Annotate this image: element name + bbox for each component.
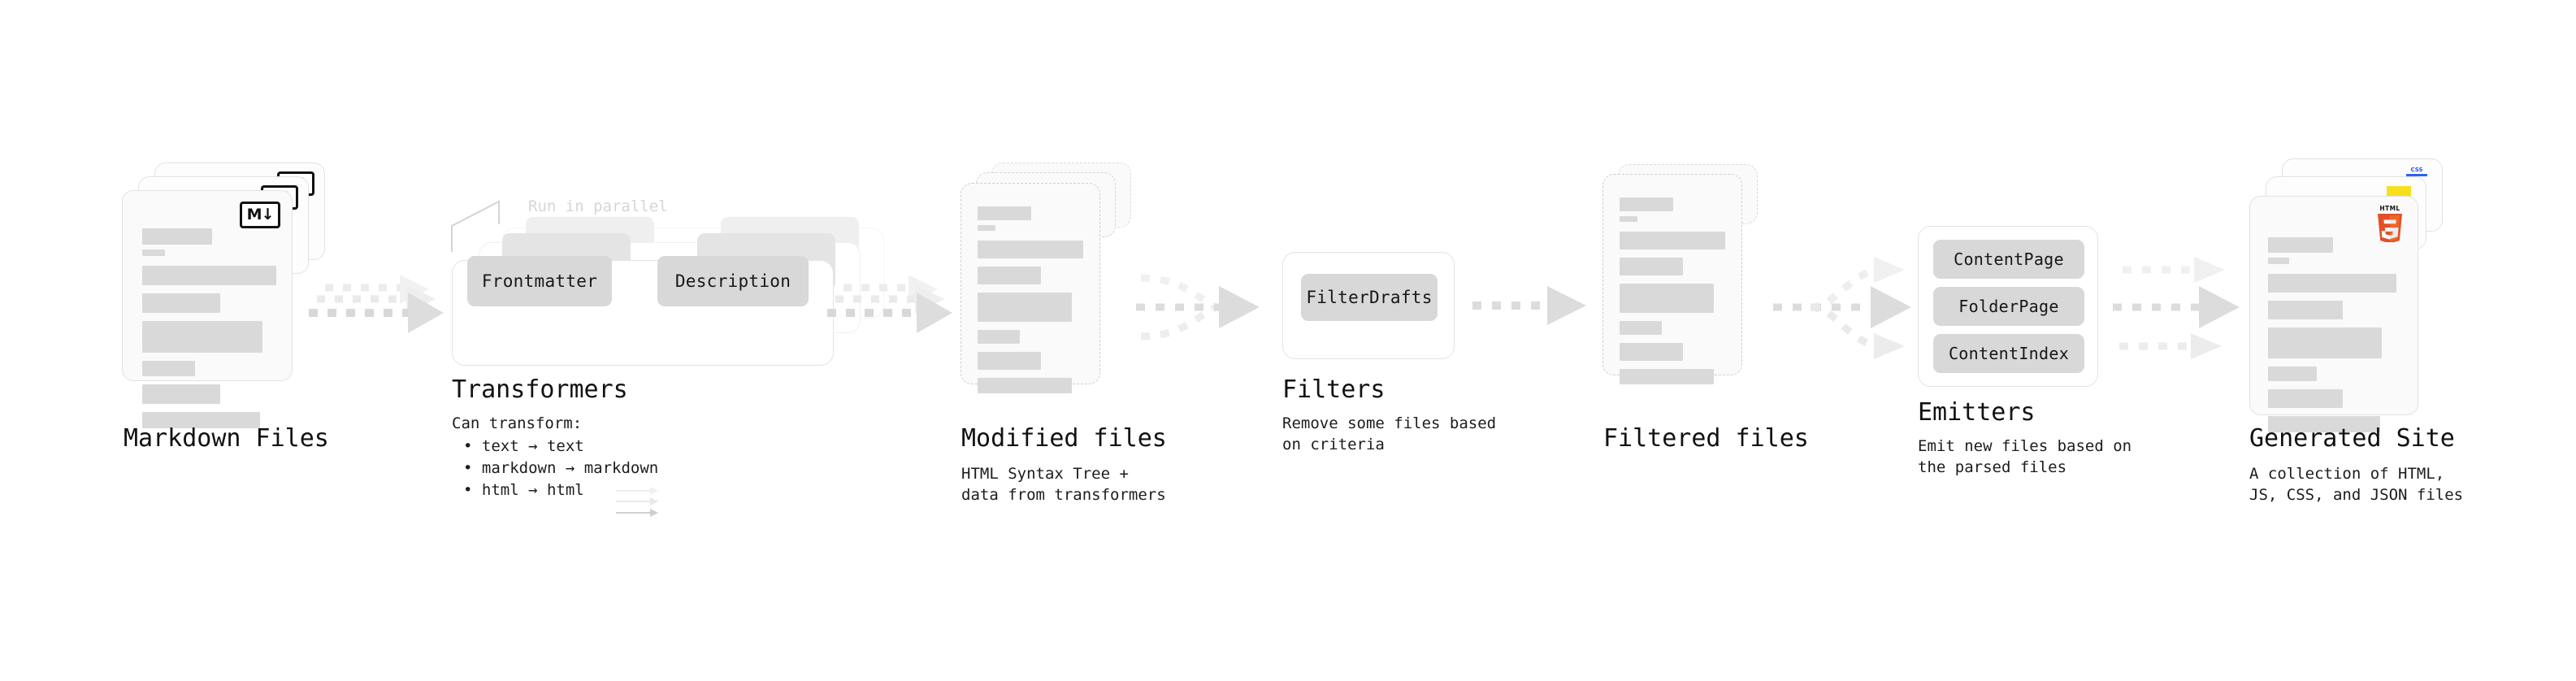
svg-text:HTML: HTML (2379, 205, 2400, 212)
stage-title-transformers: Transformers (452, 375, 628, 404)
css-icon: CSS (2406, 167, 2427, 178)
stage-title-filtered-files: Filtered files (1603, 424, 1809, 453)
connector-filtered-to-emitters (1773, 257, 1911, 359)
run-in-parallel-bracket (451, 200, 500, 252)
connector-emitters-to-site (2113, 257, 2240, 359)
emitter-node-folderpage[interactable]: FolderPage (1933, 287, 2084, 326)
emitter-node-contentpage[interactable]: ContentPage (1933, 240, 2084, 279)
generated-site-subtitle: A collection of HTML, JS, CSS, and JSON … (2249, 465, 2464, 504)
stage-title-generated-site: Generated Site (2249, 424, 2455, 453)
filters-subtitle: Remove some files based on criteria (1282, 414, 1497, 453)
filtered-file-card-front (1602, 174, 1742, 384)
stage-title-markdown-files: Markdown Files (124, 424, 329, 453)
emitter-node-contentindex[interactable]: ContentIndex (1933, 334, 2084, 373)
transformers-bullet-1: • text → text (463, 437, 584, 455)
transformer-node-frontmatter[interactable]: Frontmatter (467, 256, 612, 306)
transformers-subtitle: Can transform: (452, 414, 583, 432)
connector-filters-to-filtered (1472, 286, 1586, 325)
transformer-inner-arrows (616, 487, 658, 517)
filter-node-filterdrafts[interactable]: FilterDrafts (1301, 274, 1438, 321)
stage-title-filters: Filters (1282, 375, 1386, 404)
stage-title-modified-files: Modified files (961, 424, 1167, 453)
markdown-icon: M↓ (240, 202, 280, 228)
run-in-parallel-label: Run in parallel (528, 197, 668, 215)
emitters-subtitle: Emit new files based on the parsed files (1918, 437, 2132, 476)
transformer-box-front: Frontmatter Description (452, 256, 834, 366)
connector-modified-to-filters (1136, 274, 1260, 340)
html5-icon: HTML (2378, 205, 2402, 242)
markdown-file-card-front: M↓ (122, 190, 293, 428)
generated-file-card-html: HTML (2249, 196, 2418, 432)
modified-file-card-front (961, 183, 1100, 393)
modified-files-subtitle: HTML Syntax Tree + data from transformer… (961, 465, 1166, 504)
stage-title-emitters: Emitters (1918, 398, 2036, 427)
transformers-bullet-2: • markdown → markdown (463, 459, 659, 477)
transformers-bullet-3: • html → html (463, 481, 584, 499)
css-icon-label: CSS (2410, 167, 2423, 173)
emitters-box: ContentPage FolderPage ContentIndex (1918, 226, 2098, 387)
filters-box: FilterDrafts (1282, 252, 1455, 359)
connector-md-to-transformers (309, 275, 444, 333)
connector-transformers-to-modified (827, 275, 952, 333)
transformer-node-description[interactable]: Description (657, 256, 809, 306)
